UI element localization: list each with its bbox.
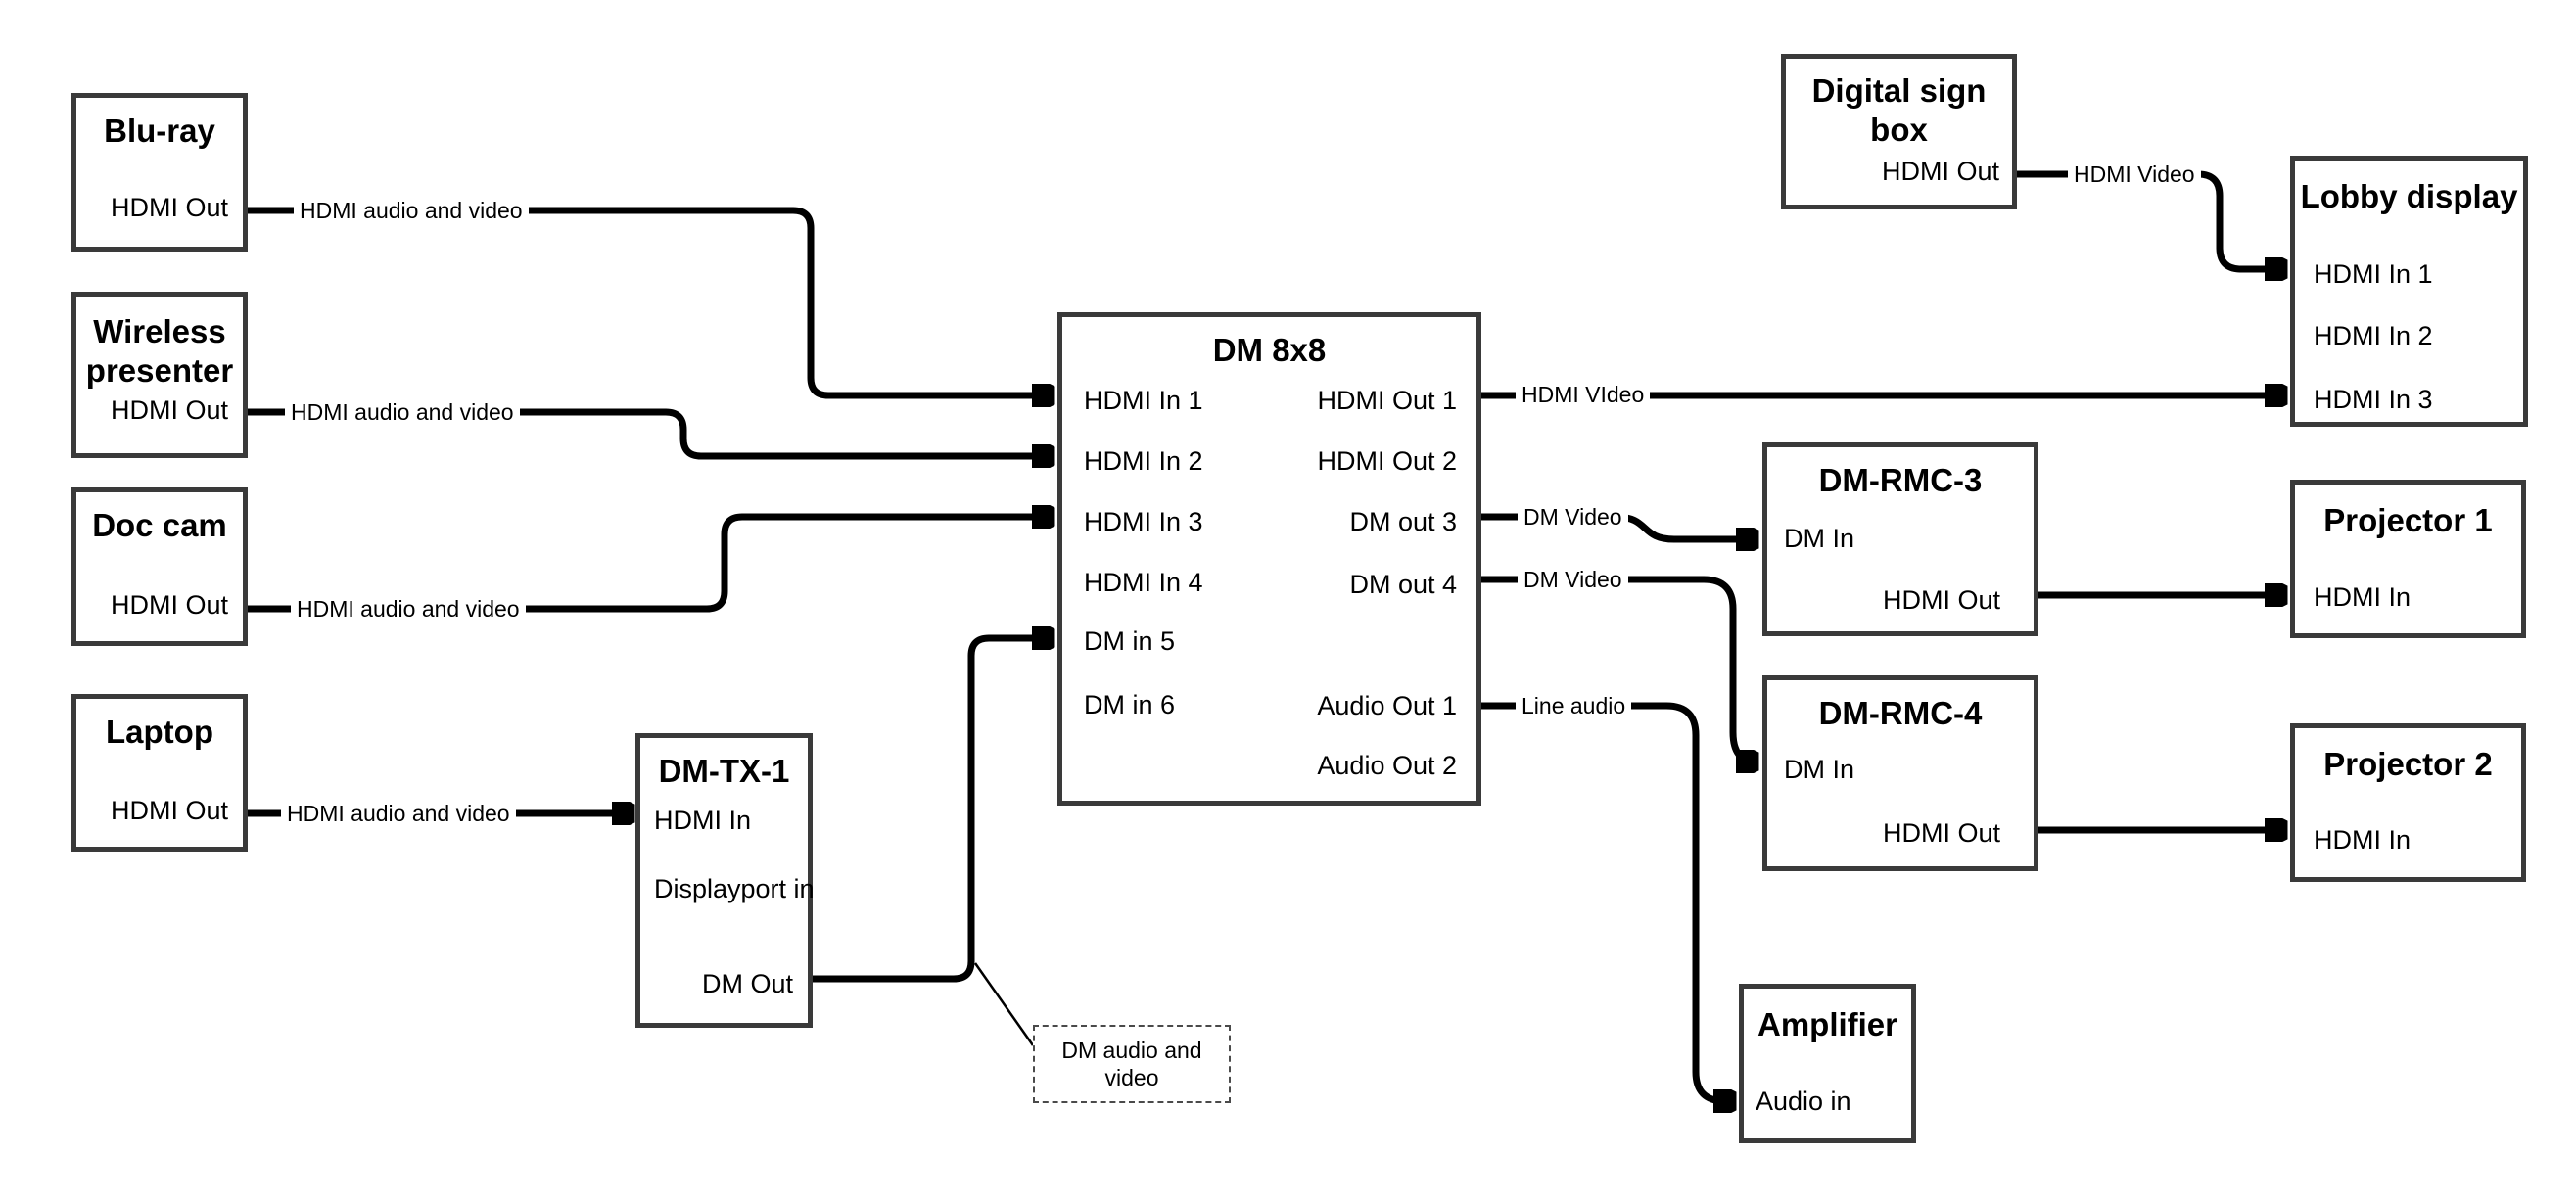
doc-cam-port-hdmi-out: HDMI Out — [110, 590, 228, 620]
digital-sign-port-hdmi-out: HDMI Out — [1881, 157, 1999, 186]
dm-rmc-3-port-dm-in: DM In — [1784, 524, 1855, 553]
dm-8x8-port-dm-in-6: DM in 6 — [1084, 690, 1176, 719]
dm-8x8-port-dm-in-5: DM in 5 — [1084, 626, 1176, 656]
dm-8x8-port-hdmi-out-1: HDMI Out 1 — [1317, 386, 1457, 415]
dm-8x8-port-hdmi-in-1: HDMI In 1 — [1084, 386, 1203, 415]
wireless-presenter-title: Wireless presenter — [85, 313, 234, 389]
dm-8x8-port-hdmi-in-2: HDMI In 2 — [1084, 446, 1203, 476]
dm-tx-1-port-displayport-in: Displayport in — [654, 874, 815, 903]
doc-cam-title: Doc cam — [92, 507, 227, 543]
wire-doccam-to-dm8x8-in3 — [248, 517, 1052, 613]
dm-8x8-port-audio-out-1: Audio Out 1 — [1317, 691, 1457, 720]
wire-label-hdmi-video-out1: HDMI VIdeo — [1516, 380, 1651, 409]
wire-wireless-to-dm8x8-in2 — [248, 408, 1052, 456]
amplifier-title: Amplifier — [1756, 1006, 1898, 1042]
wire-label-dm-video-out4: DM Video — [1518, 565, 1628, 594]
dm-audio-video-note: DM audio and video — [1033, 1025, 1231, 1103]
bluray-box: Blu-ray HDMI Out — [71, 93, 248, 252]
projector-1-box: Projector 1 HDMI In — [2290, 480, 2526, 638]
dm-tx-1-title: DM-TX-1 — [658, 753, 790, 789]
laptop-title: Laptop — [106, 714, 213, 750]
dm-8x8-port-hdmi-in-3: HDMI In 3 — [1084, 507, 1203, 536]
wire-label-bluray-feed: HDMI audio and video — [294, 196, 529, 225]
laptop-port-hdmi-out: HDMI Out — [110, 796, 228, 825]
projector-2-port-hdmi-in: HDMI In — [2314, 825, 2412, 855]
wire-label-line-audio: Line audio — [1516, 691, 1632, 720]
note-leader-line — [973, 962, 1035, 1046]
amplifier-box: Amplifier Audio in — [1739, 984, 1916, 1143]
wire-bluray-to-dm8x8-in1 — [248, 207, 1052, 395]
wireless-presenter-box: Wireless presenter HDMI Out — [71, 292, 248, 458]
wire-label-doccam-feed: HDMI audio and video — [291, 594, 526, 624]
projector-1-port-hdmi-in: HDMI In — [2314, 582, 2412, 612]
digital-sign-title: Digital sign box — [1811, 72, 1987, 148]
wire-label-dm-video-out3: DM Video — [1518, 502, 1628, 531]
digital-sign-box: Digital sign box HDMI Out — [1781, 54, 2017, 209]
dm-8x8-port-hdmi-out-2: HDMI Out 2 — [1317, 446, 1457, 476]
dm-rmc-4-title: DM-RMC-4 — [1818, 695, 1983, 731]
dm-8x8-port-dm-out-3: DM out 3 — [1349, 507, 1457, 536]
dm-8x8-port-audio-out-2: Audio Out 2 — [1317, 751, 1457, 780]
dm-8x8-port-hdmi-in-4: HDMI In 4 — [1084, 568, 1203, 597]
dm-8x8-box: DM 8x8 HDMI In 1 HDMI In 2 HDMI In 3 HDM… — [1057, 312, 1481, 806]
dm-rmc-4-port-dm-in: DM In — [1784, 755, 1855, 784]
wire-dmtx1-to-dm8x8-in5 — [813, 638, 1052, 983]
amplifier-port-audio-in: Audio in — [1756, 1086, 1851, 1116]
lobby-display-title: Lobby display — [2300, 178, 2518, 214]
wireless-presenter-port-hdmi-out: HDMI Out — [110, 395, 228, 425]
projector-2-title: Projector 2 — [2323, 746, 2493, 782]
lobby-display-box: Lobby display HDMI In 1 HDMI In 2 HDMI I… — [2290, 156, 2528, 427]
wire-dm8x8-audio1-to-amplifier — [1481, 702, 1733, 1101]
dm-tx-1-port-dm-out: DM Out — [701, 969, 793, 998]
doc-cam-box: Doc cam HDMI Out — [71, 487, 248, 646]
projector-2-box: Projector 2 HDMI In — [2290, 723, 2526, 882]
dm-rmc-3-port-hdmi-out: HDMI Out — [1882, 585, 2000, 615]
wire-label-wireless-feed: HDMI audio and video — [285, 397, 520, 427]
wire-dm8x8-out4-to-dmrmc4 — [1481, 576, 1756, 762]
dm-8x8-title: DM 8x8 — [1212, 332, 1327, 368]
dm-rmc-4-port-hdmi-out: HDMI Out — [1882, 818, 2000, 848]
projector-1-title: Projector 1 — [2323, 502, 2493, 538]
bluray-port-hdmi-out: HDMI Out — [110, 193, 228, 222]
dm-tx-1-box: DM-TX-1 HDMI In Displayport in DM Out — [635, 733, 815, 1028]
bluray-title: Blu-ray — [104, 113, 215, 149]
wire-label-laptop-feed: HDMI audio and video — [281, 799, 516, 828]
laptop-box: Laptop HDMI Out — [71, 694, 248, 852]
wire-digitalsign-to-lobby-in1 — [2017, 170, 2284, 269]
dm-tx-1-port-hdmi-in: HDMI In — [654, 806, 752, 835]
dm-rmc-4-box: DM-RMC-4 DM In HDMI Out — [1762, 675, 2038, 871]
wire-label-digital-sign-feed: HDMI Video — [2068, 160, 2201, 189]
lobby-display-port-hdmi-in-3: HDMI In 3 — [2314, 385, 2433, 414]
lobby-display-port-hdmi-in-1: HDMI In 1 — [2314, 259, 2433, 289]
dm-rmc-3-box: DM-RMC-3 DM In HDMI Out — [1762, 442, 2038, 636]
dm-8x8-port-dm-out-4: DM out 4 — [1349, 570, 1457, 599]
lobby-display-port-hdmi-in-2: HDMI In 2 — [2314, 321, 2433, 350]
dm-rmc-3-title: DM-RMC-3 — [1818, 462, 1983, 498]
